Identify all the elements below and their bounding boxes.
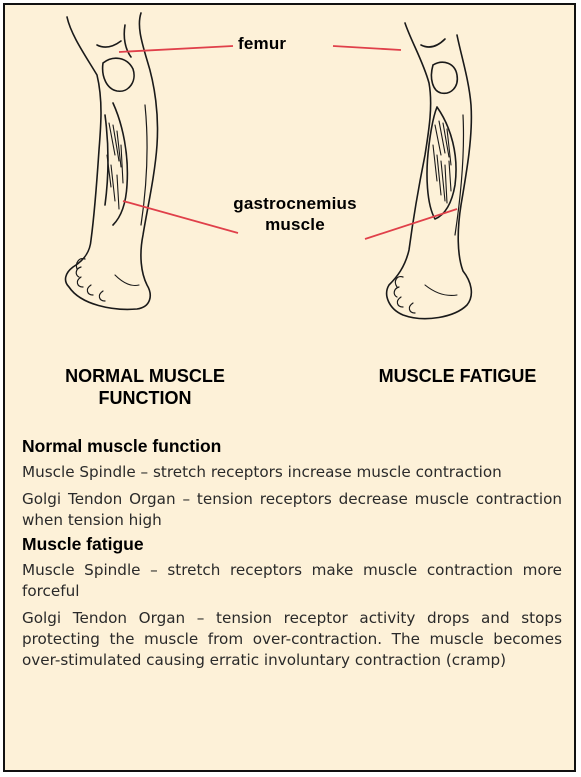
gastrocnemius-label-line1: gastrocnemius (205, 193, 385, 214)
normal-leg-drawing (66, 13, 158, 309)
normal-spindle-text: Muscle Spindle – stretch receptors incre… (22, 462, 562, 483)
fatigue-golgi-text: Golgi Tendon Organ – tension receptor ac… (22, 608, 562, 671)
normal-caption-line2: FUNCTION (25, 387, 265, 409)
femur-label: femur (238, 34, 286, 54)
leg-illustrations (5, 5, 576, 350)
fatigue-leg-drawing (387, 23, 472, 319)
section-title-normal: Normal muscle function (22, 435, 562, 457)
info-panel: femur gastrocnemius muscle NORMAL MUSCLE… (3, 3, 576, 772)
gastrocnemius-label-line2: muscle (205, 214, 385, 235)
normal-caption-line1: NORMAL MUSCLE (25, 365, 265, 387)
explanation-text: Normal muscle function Muscle Spindle – … (22, 435, 562, 677)
gastrocnemius-label: gastrocnemius muscle (205, 193, 385, 235)
fatigue-spindle-text: Muscle Spindle – stretch receptors make … (22, 560, 562, 602)
femur-pointer-left (119, 46, 233, 52)
fatigue-caption: MUSCLE FATIGUE (345, 365, 570, 387)
normal-function-caption: NORMAL MUSCLE FUNCTION (25, 365, 265, 409)
normal-golgi-text: Golgi Tendon Organ – tension receptors d… (22, 489, 562, 531)
femur-pointer-right (333, 46, 401, 50)
section-title-fatigue: Muscle fatigue (22, 533, 562, 555)
